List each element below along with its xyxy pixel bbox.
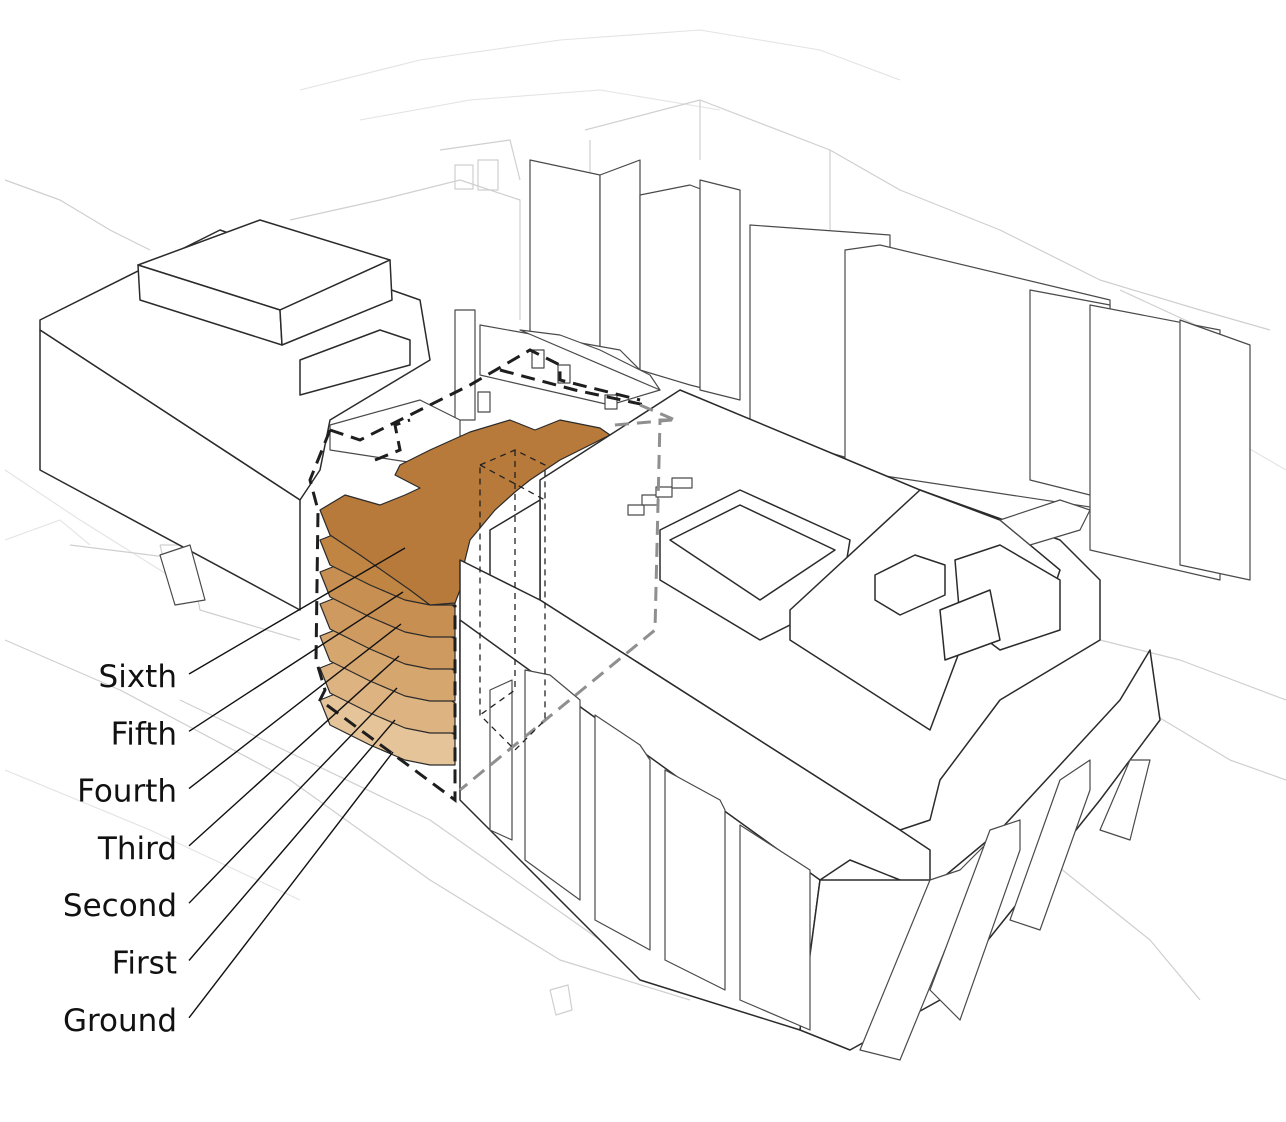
floor-label-fifth: Fifth bbox=[111, 716, 177, 752]
floor-label-ground: Ground bbox=[63, 1003, 177, 1039]
right-building bbox=[459, 389, 1161, 1061]
future-envelope bbox=[459, 403, 676, 792]
floor-label-second: Second bbox=[63, 888, 177, 924]
floor-label-fourth: Fourth bbox=[77, 774, 177, 810]
leader-line-first bbox=[188, 719, 396, 961]
floor-stack bbox=[319, 419, 611, 766]
courtyard-buildings bbox=[329, 309, 661, 471]
floor-label-first: First bbox=[112, 946, 177, 982]
left-building bbox=[39, 219, 431, 611]
leader-line-fourth bbox=[188, 623, 402, 790]
leader-line-third bbox=[188, 655, 400, 847]
tower-block bbox=[529, 159, 1251, 581]
leader-line-fifth bbox=[188, 591, 404, 732]
leader-line-ground bbox=[188, 751, 394, 1019]
context-buildings bbox=[4, 29, 1286, 1016]
leader-line-sixth bbox=[188, 547, 406, 675]
proposed-envelope bbox=[308, 348, 646, 803]
floor-label-third: Third bbox=[97, 831, 177, 867]
leader-line-second bbox=[188, 687, 398, 904]
floor-label-sixth: Sixth bbox=[99, 659, 177, 695]
